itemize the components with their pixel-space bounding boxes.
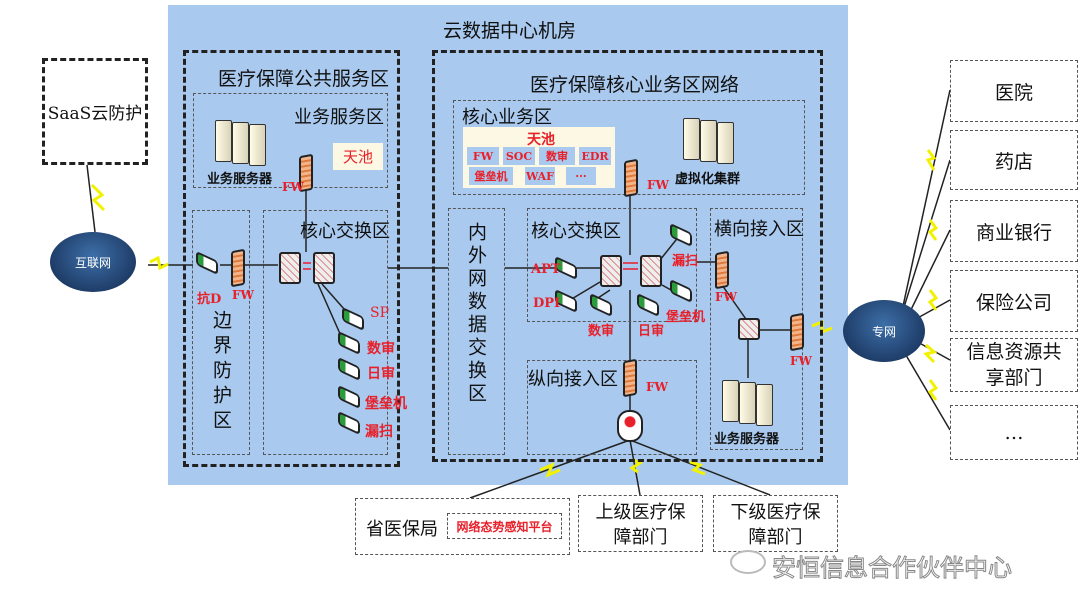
partner-more: … xyxy=(950,405,1078,460)
fw-label: FW xyxy=(646,380,668,394)
router-icon xyxy=(617,410,643,442)
data-exchange-zone xyxy=(448,208,505,455)
link-dpi xyxy=(569,281,601,301)
core-switch-zone-left xyxy=(263,210,388,455)
dpi-label: DPI xyxy=(533,296,561,311)
server-icon xyxy=(739,382,756,424)
firewall-icon xyxy=(790,312,804,352)
firewall-icon xyxy=(623,358,637,398)
fw-label: FW xyxy=(232,288,254,302)
upper-department-box: 上级医疗保障部门 xyxy=(578,495,703,552)
device-label: 日审 xyxy=(367,366,395,382)
server-icon xyxy=(232,122,249,164)
provincial-bureau-box xyxy=(355,498,570,555)
core-switch-title: 核心交换区 xyxy=(300,221,390,242)
page-title: 云数据中心机房 xyxy=(443,20,577,42)
switch-icon xyxy=(279,252,301,284)
apt-label: APT xyxy=(531,262,561,277)
tianchi-item: ··· xyxy=(566,167,596,185)
vertical-access-zone xyxy=(527,360,697,455)
tianchi-title: 天池 xyxy=(527,132,555,148)
tianchi-item: SOC xyxy=(503,147,535,165)
border-protection-zone xyxy=(192,210,250,455)
tianchi-item: 数审 xyxy=(539,147,575,165)
lightning-internet xyxy=(149,255,169,271)
partner-info-sharing: 信息资源共享部门 xyxy=(950,338,1078,392)
fw-label: FW xyxy=(715,290,737,304)
tianchi-item: FW xyxy=(467,147,499,165)
partner-bank: 商业银行 xyxy=(950,200,1078,262)
firewall-icon xyxy=(715,250,729,290)
scan-label: 漏扫 xyxy=(672,254,699,269)
lightning-provincial xyxy=(539,462,561,478)
lightning-saas xyxy=(90,183,106,212)
server-icon xyxy=(249,124,266,166)
anti-ddos-label: 抗D xyxy=(197,292,222,307)
partner-insurance: 保险公司 xyxy=(950,270,1078,332)
tianchi-panel: 天池 FW SOC 数审 EDR 堡垒机 WAF ··· xyxy=(463,127,615,188)
fw-label: FW xyxy=(790,354,812,368)
public-zone-title: 医疗保障公共服务区 xyxy=(218,68,390,90)
log-audit-label: 日审 xyxy=(638,324,665,339)
watermark: 安恒信息合作伙伴中心 xyxy=(772,554,1013,583)
cluster-label: 虚拟化集群 xyxy=(675,172,741,187)
bastion-label: 堡垒机 xyxy=(666,310,706,325)
firewall-icon xyxy=(624,158,638,198)
business-zone-title: 业务服务区 xyxy=(294,107,384,128)
core-business-title: 核心业务区 xyxy=(462,107,552,128)
provincial-label: 省医保局 xyxy=(366,519,438,540)
server-icon xyxy=(722,380,739,422)
horizontal-title: 横向接入区 xyxy=(714,219,804,240)
core-business-network xyxy=(432,50,823,462)
situation-awareness-platform: 网络态势感知平台 xyxy=(447,513,562,539)
switch-icon xyxy=(313,252,335,284)
partner-hospital: 医院 xyxy=(950,60,1078,122)
private-network-cloud: 专网 xyxy=(843,300,925,362)
device-label: SP xyxy=(370,305,390,321)
core-switch-zone-center xyxy=(527,208,697,322)
business-servers-label: 业务服务器 xyxy=(207,172,273,187)
device-label: 堡垒机 xyxy=(365,396,407,412)
switch-icon xyxy=(738,318,760,340)
wechat-icon xyxy=(730,550,766,574)
business-servers-label: 业务服务器 xyxy=(714,432,780,447)
device-label: 漏扫 xyxy=(365,424,393,440)
server-icon xyxy=(717,122,734,164)
partner-pharmacy: 药店 xyxy=(950,130,1078,190)
internet-cloud: 互联网 xyxy=(50,232,136,292)
tianchi-item: EDR xyxy=(579,147,611,165)
switch-icon xyxy=(640,255,662,287)
lower-department-box: 下级医疗保障部门 xyxy=(713,495,838,552)
switch-icon xyxy=(600,255,622,287)
public-service-zone xyxy=(183,50,400,467)
tianchi-item: 堡垒机 xyxy=(469,167,513,185)
business-service-zone xyxy=(193,93,388,188)
saas-cloud-protection: SaaS云防护 xyxy=(42,58,148,165)
link-lower xyxy=(629,439,771,496)
audit-label: 数审 xyxy=(588,324,615,339)
exchange-title: 内外网数据交换区 xyxy=(465,222,487,406)
border-zone-title: 边界防护区 xyxy=(210,310,232,435)
vertical-title: 纵向接入区 xyxy=(528,369,618,390)
server-icon xyxy=(756,384,773,426)
server-icon xyxy=(700,120,717,162)
core-zone-title: 医疗保障核心业务区网络 xyxy=(530,74,740,96)
lightning-lower xyxy=(689,460,706,476)
core-switch-title: 核心交换区 xyxy=(531,221,621,242)
tianchi-item: WAF xyxy=(525,167,555,185)
fw-label: FW xyxy=(282,180,304,194)
firewall-icon xyxy=(231,248,245,288)
server-icon xyxy=(683,118,700,160)
tianchi-box: 天池 xyxy=(333,143,383,170)
link-hfw-switch xyxy=(721,284,749,323)
device-label: 数审 xyxy=(367,341,395,357)
server-icon xyxy=(215,120,232,162)
fw-label: FW xyxy=(647,178,669,192)
